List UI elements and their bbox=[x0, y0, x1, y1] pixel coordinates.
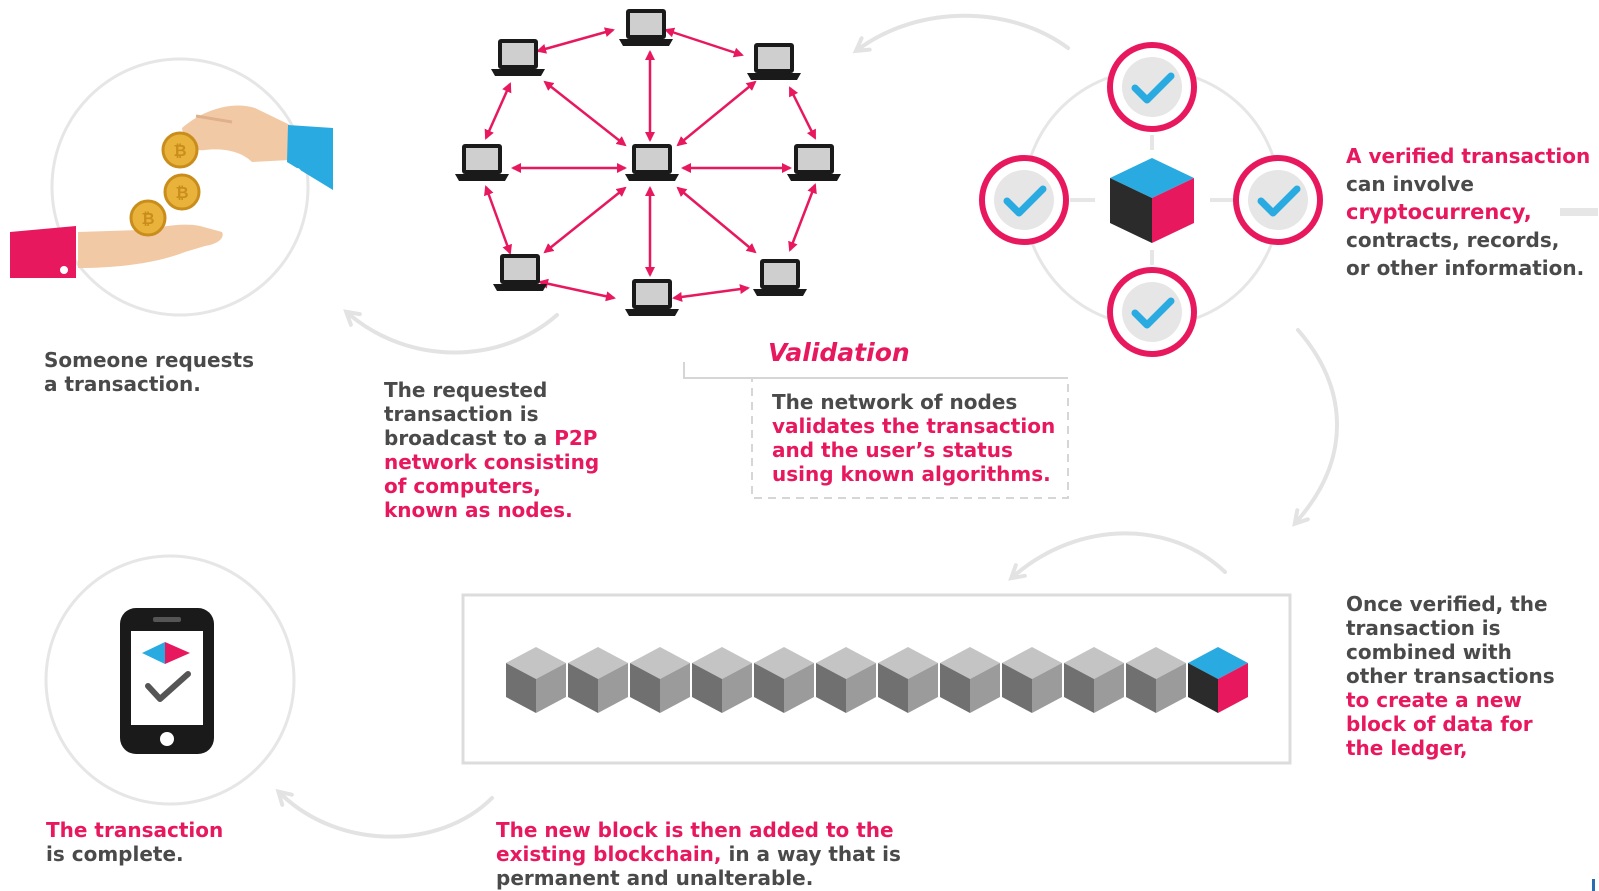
laptop-icon bbox=[787, 144, 841, 181]
laptop-icon bbox=[491, 39, 545, 76]
caption-line: A verified transaction bbox=[1346, 144, 1591, 168]
check-circle-icon bbox=[1110, 270, 1194, 354]
laptop-icon bbox=[493, 254, 547, 291]
caption-line: The transaction bbox=[46, 818, 224, 842]
caption-line: network consisting bbox=[384, 450, 600, 474]
caption-line: can involve bbox=[1346, 172, 1474, 196]
caption-line: The network of nodes bbox=[772, 390, 1018, 414]
check-circle-icon bbox=[1110, 45, 1194, 129]
validation-title: Validation bbox=[768, 338, 910, 367]
step7-caption: The transaction is complete. bbox=[46, 818, 223, 866]
edge-mark bbox=[1592, 879, 1595, 891]
laptop-icon bbox=[625, 144, 679, 181]
caption-highlight: cryptocurrency, bbox=[1346, 200, 1532, 224]
verification-diagram bbox=[982, 45, 1598, 354]
step2-caption: The requested transaction is broadcast t… bbox=[384, 378, 599, 522]
caption-highlight: existing blockchain, bbox=[496, 842, 722, 866]
caption-line: Someone requests bbox=[44, 348, 254, 372]
step7-circle bbox=[44, 554, 296, 806]
step1-circle bbox=[50, 57, 310, 317]
caption-line: permanent and unalterable. bbox=[496, 866, 814, 890]
caption-line: combined with bbox=[1346, 640, 1512, 664]
caption-line: transaction is bbox=[1346, 616, 1501, 640]
laptop-icon bbox=[753, 259, 807, 296]
bitcoin-coin-icon: ₿ bbox=[163, 173, 201, 211]
laptop-icon bbox=[619, 9, 673, 46]
caption-line: other transactions bbox=[1346, 664, 1555, 688]
check-circle-icon bbox=[982, 158, 1066, 242]
caption-line: and the user’s status bbox=[772, 438, 1013, 462]
caption-line: is complete. bbox=[46, 842, 184, 866]
hand-coins-icon: ₿ ₿ ₿ bbox=[10, 105, 333, 278]
caption-line: of computers, bbox=[384, 474, 541, 498]
caption-line: or other information. bbox=[1346, 256, 1585, 280]
caption-fragment: broadcast to a bbox=[384, 426, 555, 450]
laptop-icon bbox=[455, 144, 509, 181]
flow-arrows bbox=[275, 13, 1339, 839]
caption-line: to create a new bbox=[1346, 688, 1522, 712]
blockchain-frame bbox=[461, 593, 1292, 765]
caption-line: The new block is then added to the bbox=[496, 818, 894, 842]
caption-line: block of data for bbox=[1346, 712, 1533, 736]
caption-line: Once verified, the bbox=[1346, 592, 1548, 616]
check-circle-icon bbox=[1236, 158, 1320, 242]
laptop-icon bbox=[625, 279, 679, 316]
step1-caption: Someone requests a transaction. bbox=[44, 348, 254, 396]
validation-frame bbox=[683, 362, 1069, 499]
new-block-icon bbox=[1188, 647, 1248, 713]
bitcoin-coin-icon: ₿ bbox=[161, 131, 199, 169]
caption-line: validates the transaction bbox=[772, 414, 1056, 438]
caption-line: the ledger, bbox=[1346, 736, 1468, 760]
step3-caption: The network of nodes validates the trans… bbox=[772, 390, 1055, 486]
caption-line: transaction is bbox=[384, 402, 539, 426]
p2p-network bbox=[455, 9, 841, 316]
caption-line: a transaction. bbox=[44, 372, 201, 396]
step6-caption: The new block is then added to the exist… bbox=[496, 818, 901, 890]
caption-line: contracts, records, bbox=[1346, 228, 1560, 252]
caption-line: The requested bbox=[384, 378, 548, 402]
caption-line: broadcast to a P2P bbox=[384, 426, 599, 450]
phone-check-icon bbox=[120, 608, 214, 754]
caption-line: known as nodes. bbox=[384, 498, 573, 522]
caption-fragment: in a way that is bbox=[721, 842, 901, 866]
svg-text:₿: ₿ bbox=[173, 141, 186, 160]
step5-caption: Once verified, the transaction is combin… bbox=[1346, 592, 1555, 760]
bitcoin-coin-icon: ₿ bbox=[129, 199, 167, 237]
step4-caption: A verified transaction can involve crypt… bbox=[1346, 142, 1590, 282]
caption-line: existing blockchain, in a way that is bbox=[496, 842, 901, 866]
cube-icon bbox=[1110, 158, 1194, 243]
svg-text:₿: ₿ bbox=[141, 209, 154, 228]
svg-text:₿: ₿ bbox=[175, 183, 188, 202]
block-chain-icon bbox=[506, 647, 1248, 713]
caption-highlight: P2P bbox=[554, 426, 598, 450]
caption-line: using known algorithms. bbox=[772, 462, 1051, 486]
laptop-icon bbox=[747, 43, 801, 80]
